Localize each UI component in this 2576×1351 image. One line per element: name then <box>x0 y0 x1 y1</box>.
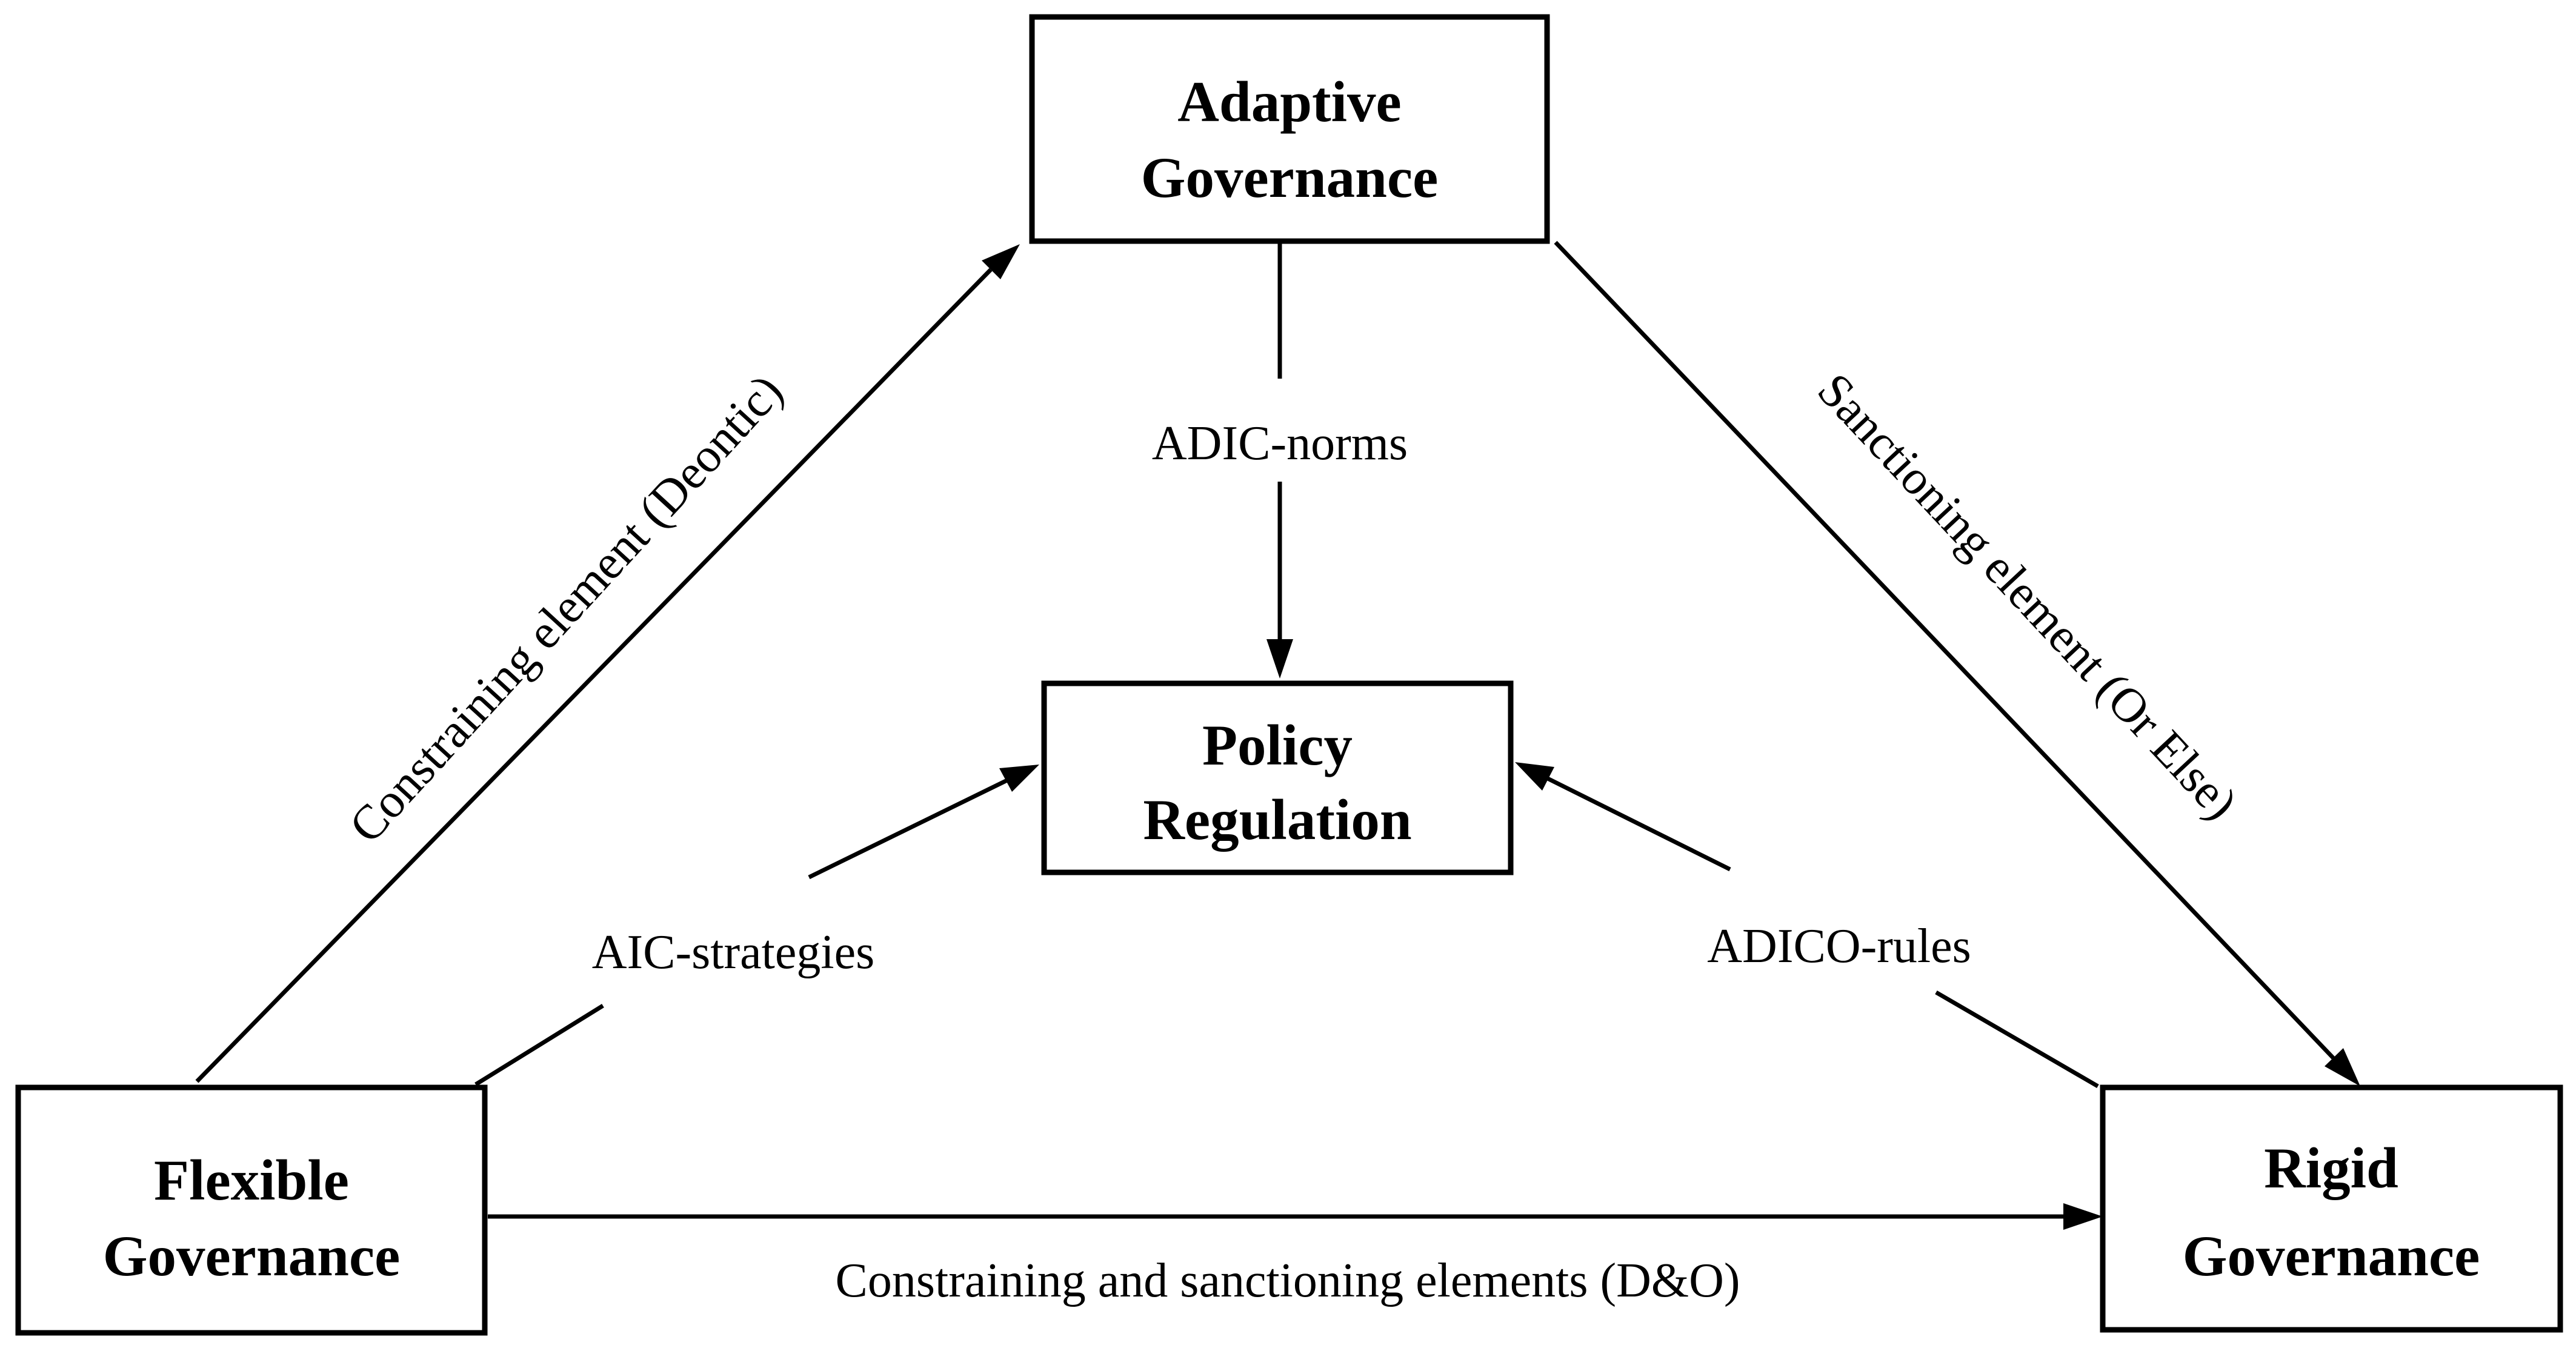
arrow-head <box>982 244 1020 279</box>
node-box <box>1029 14 1550 244</box>
node-title-line2: Governance <box>2183 1224 2480 1288</box>
node-rigid-governance: Rigid Governance <box>2100 1084 2563 1333</box>
node-adaptive-governance: Adaptive Governance <box>1029 14 1550 244</box>
edge-line <box>1554 241 2336 1061</box>
node-flexible-governance: Flexible Governance <box>15 1084 488 1336</box>
node-policy-regulation: Policy Regulation <box>1041 680 1514 875</box>
node-title-line2: Governance <box>1141 145 1439 210</box>
edge-line <box>1935 990 2099 1089</box>
arrow-head <box>999 765 1039 792</box>
label-aic-strategies: AIC-strategies <box>592 926 875 979</box>
edge-adaptive-to-rigid <box>1554 241 2360 1086</box>
label-sanctioning-element: Sanctioning element (Or Else) <box>1807 363 2247 830</box>
edge-rigid-to-policy <box>1515 762 2099 1089</box>
node-title-line1: Policy <box>1202 713 1353 777</box>
edge-line <box>808 776 1012 880</box>
node-title-line1: Adaptive <box>1177 70 1401 134</box>
edge-flexible-to-policy <box>474 765 1039 1086</box>
label-constraining-and-sanctioning: Constraining and sanctioning elements (D… <box>835 1254 1740 1307</box>
edge-line <box>474 1004 604 1086</box>
edge-line <box>1543 774 1731 872</box>
arrow-head <box>2325 1048 2360 1086</box>
arrow-head <box>1515 762 1554 791</box>
arrow-head <box>1266 639 1293 679</box>
node-box <box>2100 1084 2563 1333</box>
label-adico-rules: ADICO-rules <box>1707 920 1971 973</box>
node-title-line1: Rigid <box>2264 1136 2398 1200</box>
node-title-line2: Governance <box>103 1224 401 1288</box>
node-title-line1: Flexible <box>154 1148 349 1212</box>
node-box <box>1041 680 1514 875</box>
edge-line <box>195 268 993 1083</box>
arrow-head <box>2063 1203 2103 1230</box>
label-adic-norms: ADIC-norms <box>1152 417 1408 470</box>
node-box <box>15 1084 488 1336</box>
node-title-line2: Regulation <box>1143 788 1411 852</box>
edge-flexible-to-rigid <box>488 1203 2103 1230</box>
edge-flexible-to-adaptive <box>195 244 1020 1083</box>
label-constraining-element: Constraining element (Deontic) <box>339 365 793 853</box>
edge-adaptive-to-policy <box>1266 242 1293 679</box>
